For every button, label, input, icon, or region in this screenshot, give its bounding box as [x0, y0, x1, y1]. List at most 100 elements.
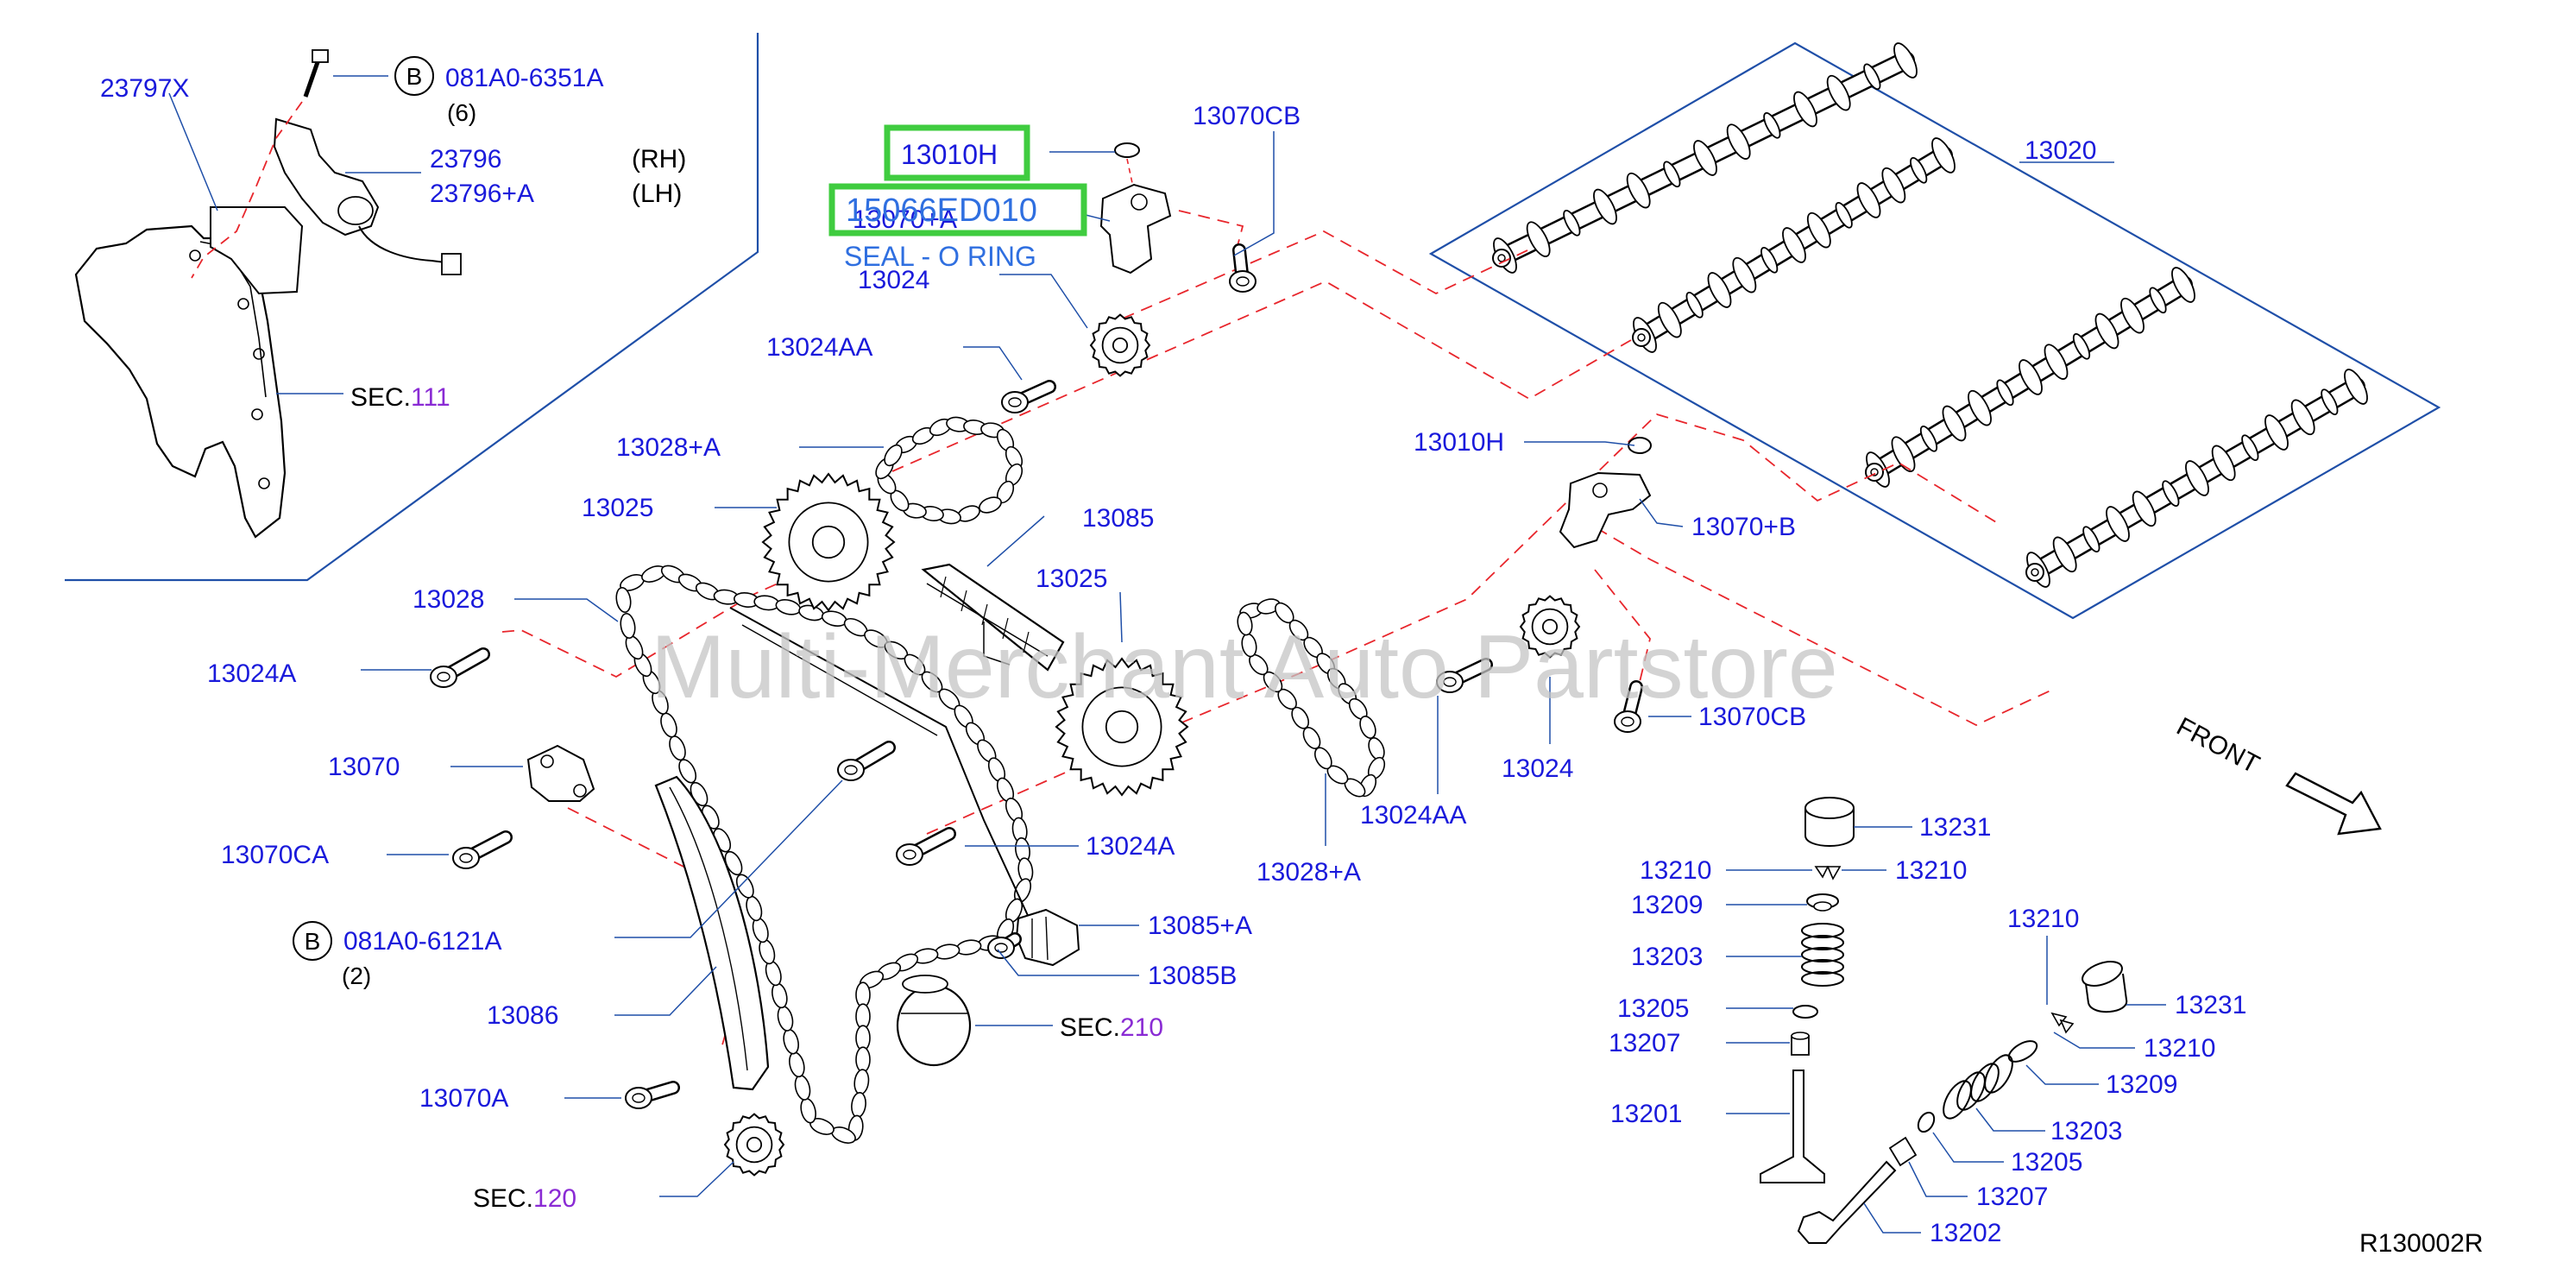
- chain-link: [759, 938, 776, 965]
- cam-journal: [1763, 112, 1781, 139]
- bolt-head-socket: [903, 849, 916, 860]
- cam-lobe: [1626, 172, 1651, 209]
- guide-upper-cam: [1104, 230, 1528, 327]
- chain-link: [955, 939, 982, 956]
- tensioner-hole: [540, 754, 554, 768]
- camshaft: [1632, 137, 1956, 353]
- label-13025-mid: 13025: [1036, 565, 1107, 593]
- label-23797x: 23797X: [100, 74, 189, 103]
- guide-ribs: [940, 576, 1030, 653]
- bolt-head-socket: [437, 672, 450, 682]
- sprocket-13024-top: [1089, 313, 1151, 377]
- label-bolt-qty: (6): [447, 99, 476, 126]
- tensioner-13085a: [1015, 908, 1080, 967]
- bolt-b-circle: [293, 921, 332, 961]
- cam-journal: [2162, 480, 2180, 507]
- guide-right-lower: [1578, 517, 2051, 727]
- label-sec-prefix-111: SEC.111: [350, 383, 450, 412]
- label-sec210: SEC.210: [1060, 1013, 1163, 1042]
- front-arrow-icon: [2285, 772, 2382, 836]
- cam-lobe: [1782, 227, 1806, 263]
- camshaft: [1492, 42, 1918, 274]
- cam-lobe: [2019, 359, 2043, 395]
- chain-link: [851, 1091, 866, 1119]
- leader-13070cb-top: [1233, 131, 1275, 256]
- valve-collet-right: [2059, 1019, 2075, 1034]
- cam-lobe: [1856, 182, 1881, 218]
- cover-hole: [237, 298, 249, 310]
- camshaft-group: 13020: [1428, 41, 2441, 620]
- bolt-head-socket: [994, 943, 1008, 953]
- chain-link: [620, 613, 636, 639]
- guide-13070cb-right: [1594, 569, 1651, 683]
- sensor-connector: [441, 253, 462, 275]
- cam-lobe: [1732, 256, 1757, 293]
- sprocket-bore: [1541, 618, 1559, 635]
- cam-lobe: [1942, 405, 1967, 442]
- camshaft-end-hole: [1637, 333, 1646, 342]
- label-13024aa-right: 13024AA: [1360, 801, 1466, 830]
- cam-lobe: [1881, 167, 1906, 204]
- tensioner-port: [1592, 483, 1608, 498]
- secondary-chain-upper: [875, 416, 1023, 525]
- chain-link: [753, 595, 780, 611]
- label-13231-top: 13231: [1919, 813, 1991, 842]
- camshafts: [1492, 42, 2368, 588]
- label-13070cb-right: 13070CB: [1698, 703, 1806, 731]
- leader-13086: [614, 966, 717, 1016]
- cam-lobe: [1891, 436, 1916, 472]
- label-13203-right: 13203: [2050, 1117, 2122, 1145]
- label-13070: 13070: [328, 753, 400, 781]
- label-13070ca: 13070CA: [221, 841, 329, 869]
- leader-sec120: [659, 1161, 734, 1197]
- guide-body: [921, 563, 1065, 672]
- lifter-top: [1804, 797, 1855, 819]
- cam-lobe: [2344, 369, 2368, 405]
- label-seal-o-ring: SEAL - O RING: [844, 241, 1036, 272]
- cam-lobe: [1526, 221, 1551, 257]
- chain-link: [853, 1069, 870, 1095]
- guide-left: [501, 564, 821, 678]
- bolts: [430, 243, 1643, 1109]
- sensor-head: [337, 196, 374, 225]
- label-13210-b: 13210: [1895, 856, 1967, 885]
- chain-link: [752, 917, 769, 943]
- guide-foot: [983, 622, 1011, 666]
- cam-lobe: [2264, 414, 2289, 451]
- label-13205-top: 13205: [1617, 994, 1689, 1023]
- cam-journal: [1919, 426, 1938, 452]
- bolt-head-socket: [1008, 397, 1022, 407]
- spring-retainer-inner: [1813, 901, 1832, 912]
- sprocket-13024-right: [1519, 595, 1581, 659]
- bolt-13024a-mid: [896, 827, 956, 866]
- cam-lobe: [2171, 267, 2195, 303]
- watermark: Multi-Merchant Auto Partstore: [651, 617, 1838, 717]
- chain-guide-13085: [921, 563, 1065, 672]
- guide-13070: [567, 807, 695, 873]
- leader-13070b: [1639, 498, 1684, 527]
- chain-guide-center-inner: [741, 624, 938, 736]
- bolt-circle-marker: [394, 56, 434, 96]
- cam-lobe: [2290, 399, 2315, 436]
- part-labels: 13070CB 13024 13024AA 13028+A 13025 1308…: [207, 102, 2246, 1247]
- label-13210-right2: 13210: [2144, 1034, 2215, 1063]
- sprockets: [723, 313, 1581, 1177]
- label-13028: 13028: [413, 585, 484, 614]
- sensor-wire: [358, 225, 446, 263]
- pump-body: [896, 984, 972, 1067]
- cam-journal: [1996, 379, 2014, 407]
- cam-lobe: [1707, 272, 1732, 308]
- chain-guide-13086: [654, 775, 770, 1091]
- bolt-13070cb-top: [1229, 243, 1257, 293]
- cam-journal: [2241, 434, 2259, 461]
- label-081a0-6121a: 081A0-6121A: [343, 927, 502, 956]
- cam-journal: [2082, 526, 2100, 552]
- leader-13207-right: [1908, 1161, 1968, 1197]
- chain-link: [884, 444, 903, 467]
- chain-link: [855, 1046, 871, 1073]
- pump-top: [902, 975, 948, 994]
- cam-lobe: [2132, 490, 2157, 527]
- label-sec120: SEC.120: [473, 1184, 576, 1213]
- label-23796a: 23796+A: [430, 180, 534, 208]
